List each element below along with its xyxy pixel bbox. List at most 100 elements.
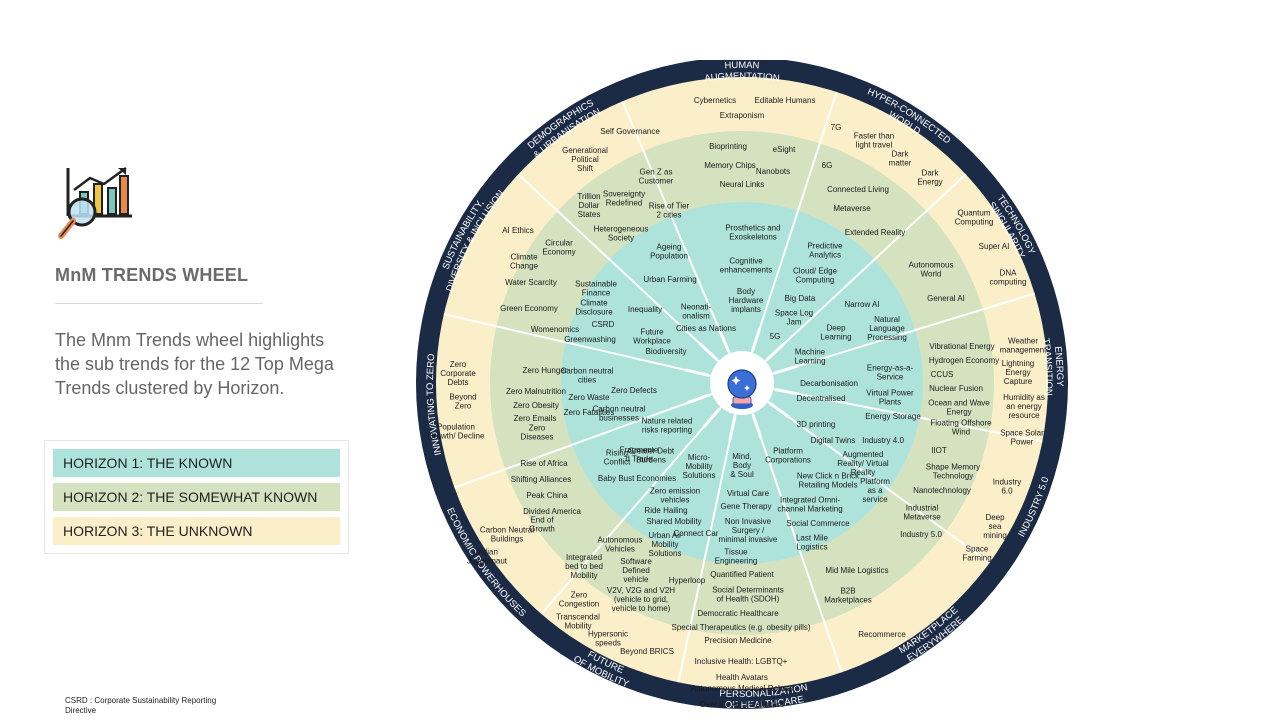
subtrend-label: eSight [773,145,796,154]
sector-divider [621,100,731,354]
subtrend-label: Zero Emails [514,414,557,423]
legend: HORIZON 1: THE KNOWN HORIZON 2: THE SOME… [44,440,349,554]
subtrend-label: Decentralised [797,394,846,403]
subtrend-label: Neural Links [720,180,764,189]
sector-divider [764,173,967,362]
sector-divider [767,401,991,564]
subtrend-label: Nanobots [756,167,790,176]
subtrend-label: Inclusive Health: LGBTQ+ [695,657,788,666]
subtrend-label: Editable Humans [755,96,816,105]
subtrend-label: CCUS [931,370,954,379]
sector-divider [454,393,713,489]
subtrend-label: Womenomics [531,325,579,334]
legend-horizon-1: HORIZON 1: THE KNOWN [53,449,340,477]
center-spoke [774,364,798,375]
subtrend-label: Metaverse [833,204,871,213]
subtrend-label: Precision Medicine [704,636,772,645]
center-spoke [698,342,719,361]
subtrend-label: Integrated Omni-channel Marketing [777,496,842,514]
subtrend-label: Rise of Africa [520,459,568,468]
subtrend-label: Gene Therapy [721,502,772,511]
subtrend-label: Water Scarcity [505,278,557,287]
subtrend-label: Neonati-onalism [681,303,712,321]
subtrend-label: IIOT [931,446,947,455]
subtrend-label: V2V, V2G and V2H(vehicle to grid,vehicle… [607,586,675,613]
subtrend-label: Hydrogen Economy [929,356,999,365]
subtrend-label: Energy Storage [865,412,921,421]
center-spoke [751,327,762,352]
trends-wheel: HUMANAUGMENTATIONHYPER-CONNECTEDWORLDTEC… [416,60,1068,711]
subtrend-label: Vibrational Energy [929,342,994,351]
subtrend-label: Inequality [628,305,662,314]
subtrend-label: Quantified Patient [710,570,774,579]
sector-divider [772,292,1035,375]
subtrend-label: Shared Mobility [646,517,701,526]
subtrend-label: Special Therapeutics (e.g. obesity pills… [671,623,810,632]
subtrend-label: Autonomous Medical Robots [691,684,793,693]
subtrend-label: Social Commerce [786,519,850,528]
subtrend-label: Urban Farming [643,275,696,284]
divider [55,303,263,304]
subtrend-label: Zero Malnutrition [506,387,566,396]
center-spoke [751,414,763,439]
megatrend-label: AUGMENTATION [704,71,780,84]
subtrend-label: Zero Hunger [523,366,568,375]
crystal-ball-icon [727,369,757,409]
page-title: MnM TRENDS WHEEL [55,265,249,285]
subtrend-label: 3D printing [797,420,836,429]
subtrend-label: Extraponism [720,111,765,120]
subtrend-label: Ride Hailing [644,506,687,515]
subtrend-label: Health Avatars [716,673,768,682]
sector-divider [517,173,720,362]
subtrend-label: Memory Chips [704,161,756,170]
megatrend-label: ENERGY [1052,346,1065,387]
subtrend-label: Industry 4.0 [862,436,904,445]
subtrend-label: Hyperloop [669,576,706,585]
center-spoke [775,388,800,396]
subtrend-label: Over the Air' Healthcare [700,700,785,709]
subtrend-label: 6G [822,161,833,170]
